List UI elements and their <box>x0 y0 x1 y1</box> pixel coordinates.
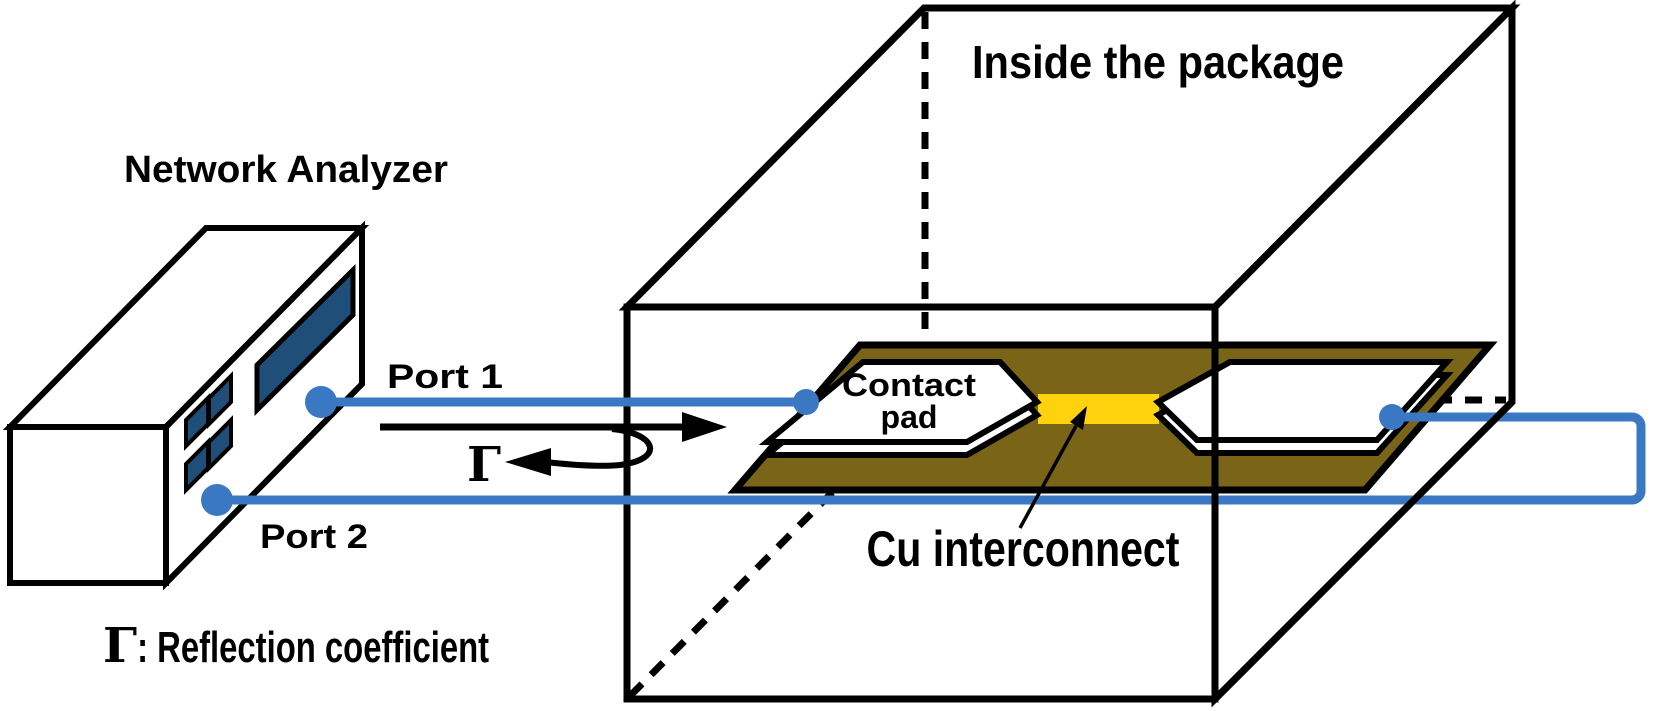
port2-label: Port 2 <box>260 518 368 556</box>
analyzer-button <box>207 371 233 429</box>
port2-connector-dot <box>201 484 233 516</box>
legend-gamma-symbol: Γ <box>103 618 137 674</box>
port1-label: Port 1 <box>387 358 503 396</box>
contact-pad-label-line1: Contact <box>842 367 976 403</box>
pointer-arrowhead-icon <box>1070 406 1087 430</box>
port2-cable-loop <box>217 412 1646 505</box>
analyzer-title: Network Analyzer <box>124 149 448 191</box>
legend-reflection-coefficient: Γ: Reflection coefficient <box>103 618 489 674</box>
package-title: Inside the package <box>972 36 1344 88</box>
analyzer-button <box>207 415 233 473</box>
cables <box>217 397 1646 505</box>
contact-pad-label-line2: pad <box>881 399 938 435</box>
connector-dots <box>201 386 1405 516</box>
analyzer-screen <box>254 264 356 416</box>
gamma-symbol: Γ <box>467 437 501 493</box>
pad-right-connector-dot <box>1379 404 1405 430</box>
pad-left-connector-dot <box>793 389 819 415</box>
analyzer-buttons <box>184 371 233 495</box>
legend-text: : Reflection coefficient <box>137 623 489 672</box>
interconnect-pointer-arrow <box>1018 406 1087 529</box>
cu-interconnect-label: Cu interconnect <box>867 521 1180 577</box>
incident-wave-arrow <box>380 412 727 442</box>
analyzer-left-face <box>7 424 169 586</box>
port1-connector-dot <box>305 386 337 418</box>
reflection-arrow <box>505 426 653 476</box>
package-right-bottom-edge <box>1212 399 1515 702</box>
cu-interconnect <box>1038 394 1159 424</box>
incident-arrowhead-icon <box>682 412 727 442</box>
contact-pad-left <box>758 359 1042 445</box>
reflection-arrowhead-icon <box>505 448 551 476</box>
